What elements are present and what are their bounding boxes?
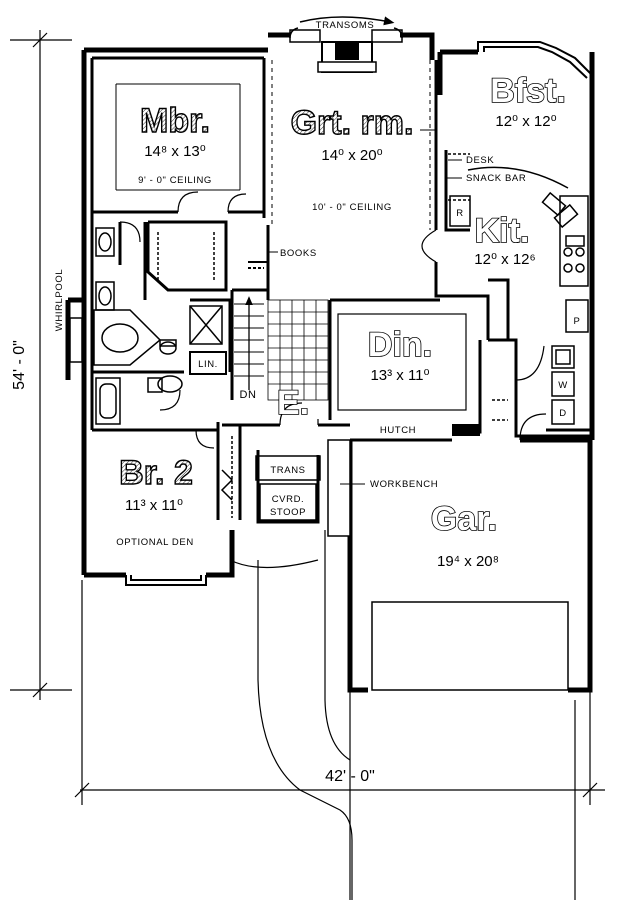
transoms-label: TRANSOMS — [316, 20, 375, 31]
fireplace — [317, 41, 377, 73]
breakfast-dimensions: 12⁰ x 12⁰ — [495, 113, 556, 130]
bedroom2-note: OPTIONAL DEN — [116, 537, 194, 548]
down-label: DN — [239, 389, 256, 401]
breakfast-bay-window — [477, 41, 593, 79]
refrigerator-label: R — [456, 208, 463, 219]
master-name: Mbr. — [140, 102, 210, 140]
washer-label: W — [558, 380, 568, 391]
bedroom2-name: Br. 2 — [119, 454, 193, 492]
entry-tile-grid — [267, 299, 329, 401]
bedroom-bay-window — [125, 575, 207, 586]
desk-label: DESK — [466, 155, 494, 166]
exterior-walls — [65, 32, 595, 693]
overall-dimension-lines — [10, 30, 605, 805]
books-shelf — [248, 261, 269, 300]
bedroom2-dimensions: 11³ x 11⁰ — [125, 497, 183, 514]
snack-bar-label: SNACK BAR — [466, 173, 526, 184]
covered-label: CVRD. — [272, 494, 305, 505]
workbench — [327, 439, 351, 537]
kitchen-name: Kit. — [475, 212, 530, 250]
overall-depth-dimension: 54' - 0" — [11, 340, 28, 390]
whirlpool-window — [69, 317, 83, 363]
breakfast-name: Bfst. — [490, 72, 566, 110]
great-room-name: Grt. rm. — [291, 104, 414, 142]
master-dimensions: 14⁸ x 13⁰ — [144, 143, 206, 160]
door-swings — [119, 191, 547, 501]
great-room-ceiling-note: 10' - 0" CEILING — [312, 202, 392, 213]
bath-fixtures — [93, 227, 223, 425]
stairs — [234, 296, 264, 390]
hutch-label: HUTCH — [380, 425, 416, 436]
books-label: BOOKS — [280, 248, 317, 259]
covered-stoop — [255, 455, 321, 521]
garage-dimensions: 19⁴ x 20⁸ — [437, 553, 499, 570]
master-ceiling-note: 9' - 0" CEILING — [138, 175, 212, 186]
linen-label: LIN. — [198, 359, 218, 370]
trans-label: TRANS — [270, 465, 305, 476]
great-room-dashed-lines — [271, 60, 431, 230]
hutch-cabinet — [452, 424, 480, 436]
dryer-label: D — [559, 408, 566, 419]
dining-dimensions: 13³ x 11⁰ — [370, 367, 429, 384]
stoop-label: STOOP — [270, 507, 306, 518]
garage-door — [371, 601, 569, 691]
linen-closet — [189, 351, 227, 375]
desk-leaders — [420, 129, 462, 179]
workbench-label: WORKBENCH — [370, 479, 438, 490]
closet-shelves — [157, 153, 508, 518]
dining-name: Din. — [368, 326, 432, 364]
pantry-label: P — [574, 316, 581, 327]
dining-ceiling-outline — [337, 313, 467, 411]
transom-windows — [289, 16, 403, 43]
whirlpool-label: WHIRLPOOL — [54, 269, 65, 331]
kitchen-dimensions: 12⁰ x 12⁶ — [474, 251, 535, 268]
kitchen-fixtures — [449, 166, 589, 425]
entry-name: E. — [277, 384, 309, 422]
master-ceiling-outline — [115, 83, 241, 191]
driveway — [229, 530, 576, 900]
garage-name: Gar. — [431, 500, 497, 538]
great-room-dimensions: 14⁰ x 20⁰ — [321, 147, 382, 164]
